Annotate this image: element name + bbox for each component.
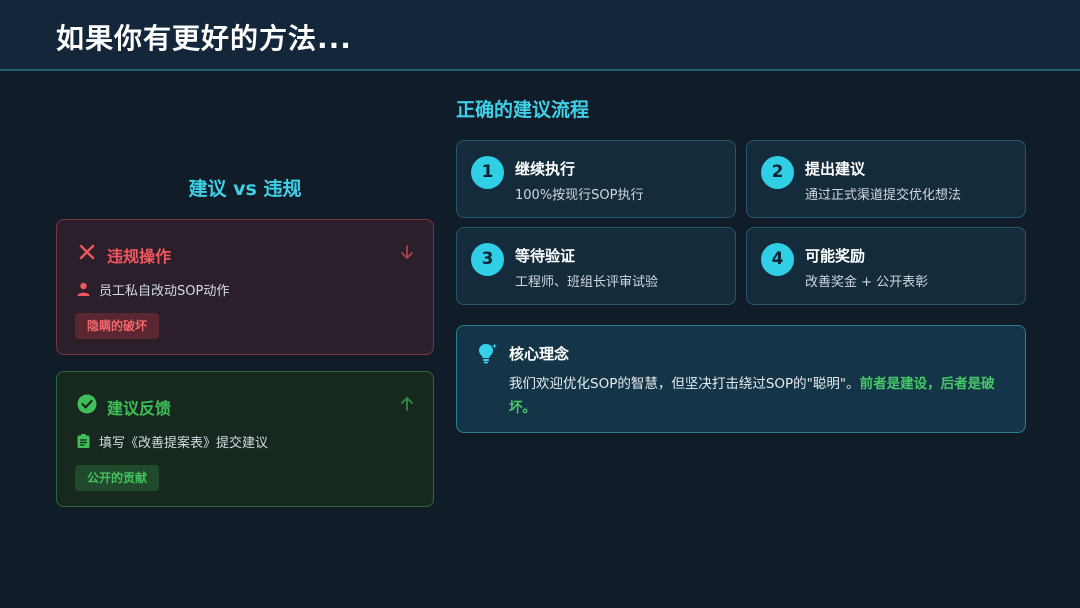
core-text: 我们欢迎优化SOP的智慧，但坚决打击绕过SOP的"聪明"。前者是建设，后者是破坏… bbox=[509, 372, 1009, 420]
step-description: 通过正式渠道提交优化想法 bbox=[805, 188, 962, 203]
violation-card: 违规操作 员工私自改动SOP动作 隐瞒的破坏 bbox=[56, 219, 434, 355]
violation-title: 违规操作 bbox=[107, 247, 172, 266]
core-title: 核心理念 bbox=[509, 345, 570, 363]
process-heading: 正确的建议流程 bbox=[456, 99, 590, 121]
suggestion-title: 建议反馈 bbox=[107, 399, 172, 418]
core-statement: 我们欢迎优化SOP的智慧，但坚决打击绕过SOP的"聪明"。 bbox=[509, 376, 860, 392]
step-description: 工程师、班组长评审试验 bbox=[515, 275, 659, 290]
suggestion-card: 建议反馈 填写《改善提案表》提交建议 公开的贡献 bbox=[56, 371, 434, 507]
arrow-down-icon bbox=[401, 245, 413, 259]
step-title: 提出建议 bbox=[805, 160, 866, 178]
comparison-heading: 建议 vs 违规 bbox=[188, 178, 302, 200]
step-card-3: 3 等待验证 工程师、班组长评审试验 bbox=[456, 227, 736, 305]
step-number-badge: 2 bbox=[761, 156, 794, 189]
arrow-up-icon bbox=[401, 397, 413, 411]
close-icon bbox=[79, 244, 95, 260]
step-card-2: 2 提出建议 通过正式渠道提交优化想法 bbox=[746, 140, 1026, 218]
person-icon bbox=[77, 282, 90, 296]
step-title: 继续执行 bbox=[515, 160, 576, 178]
step-title: 等待验证 bbox=[515, 247, 576, 265]
step-title: 可能奖励 bbox=[805, 247, 866, 265]
suggestion-tag: 公开的贡献 bbox=[75, 465, 160, 491]
suggestion-item: 填写《改善提案表》提交建议 bbox=[99, 436, 269, 451]
lightbulb-icon bbox=[479, 343, 497, 364]
violation-tag: 隐瞒的破坏 bbox=[75, 313, 160, 339]
step-card-1: 1 继续执行 100%按现行SOP执行 bbox=[456, 140, 736, 218]
core-highlight: 前者是建设，后者是破坏。 bbox=[509, 376, 995, 416]
page-title: 如果你有更好的方法... bbox=[56, 22, 352, 55]
step-description: 改善奖金 + 公开表彰 bbox=[805, 275, 929, 290]
step-number-badge: 3 bbox=[471, 243, 504, 276]
step-number-badge: 1 bbox=[471, 156, 504, 189]
step-card-4: 4 可能奖励 改善奖金 + 公开表彰 bbox=[746, 227, 1026, 305]
core-concept-card: 核心理念 我们欢迎优化SOP的智慧，但坚决打击绕过SOP的"聪明"。前者是建设，… bbox=[456, 325, 1026, 433]
clipboard-icon bbox=[77, 434, 90, 448]
check-circle-icon bbox=[77, 394, 97, 414]
violation-item: 员工私自改动SOP动作 bbox=[99, 284, 230, 299]
step-number-badge: 4 bbox=[761, 243, 794, 276]
step-description: 100%按现行SOP执行 bbox=[515, 188, 644, 203]
header-bar: 如果你有更好的方法... bbox=[0, 0, 1080, 71]
